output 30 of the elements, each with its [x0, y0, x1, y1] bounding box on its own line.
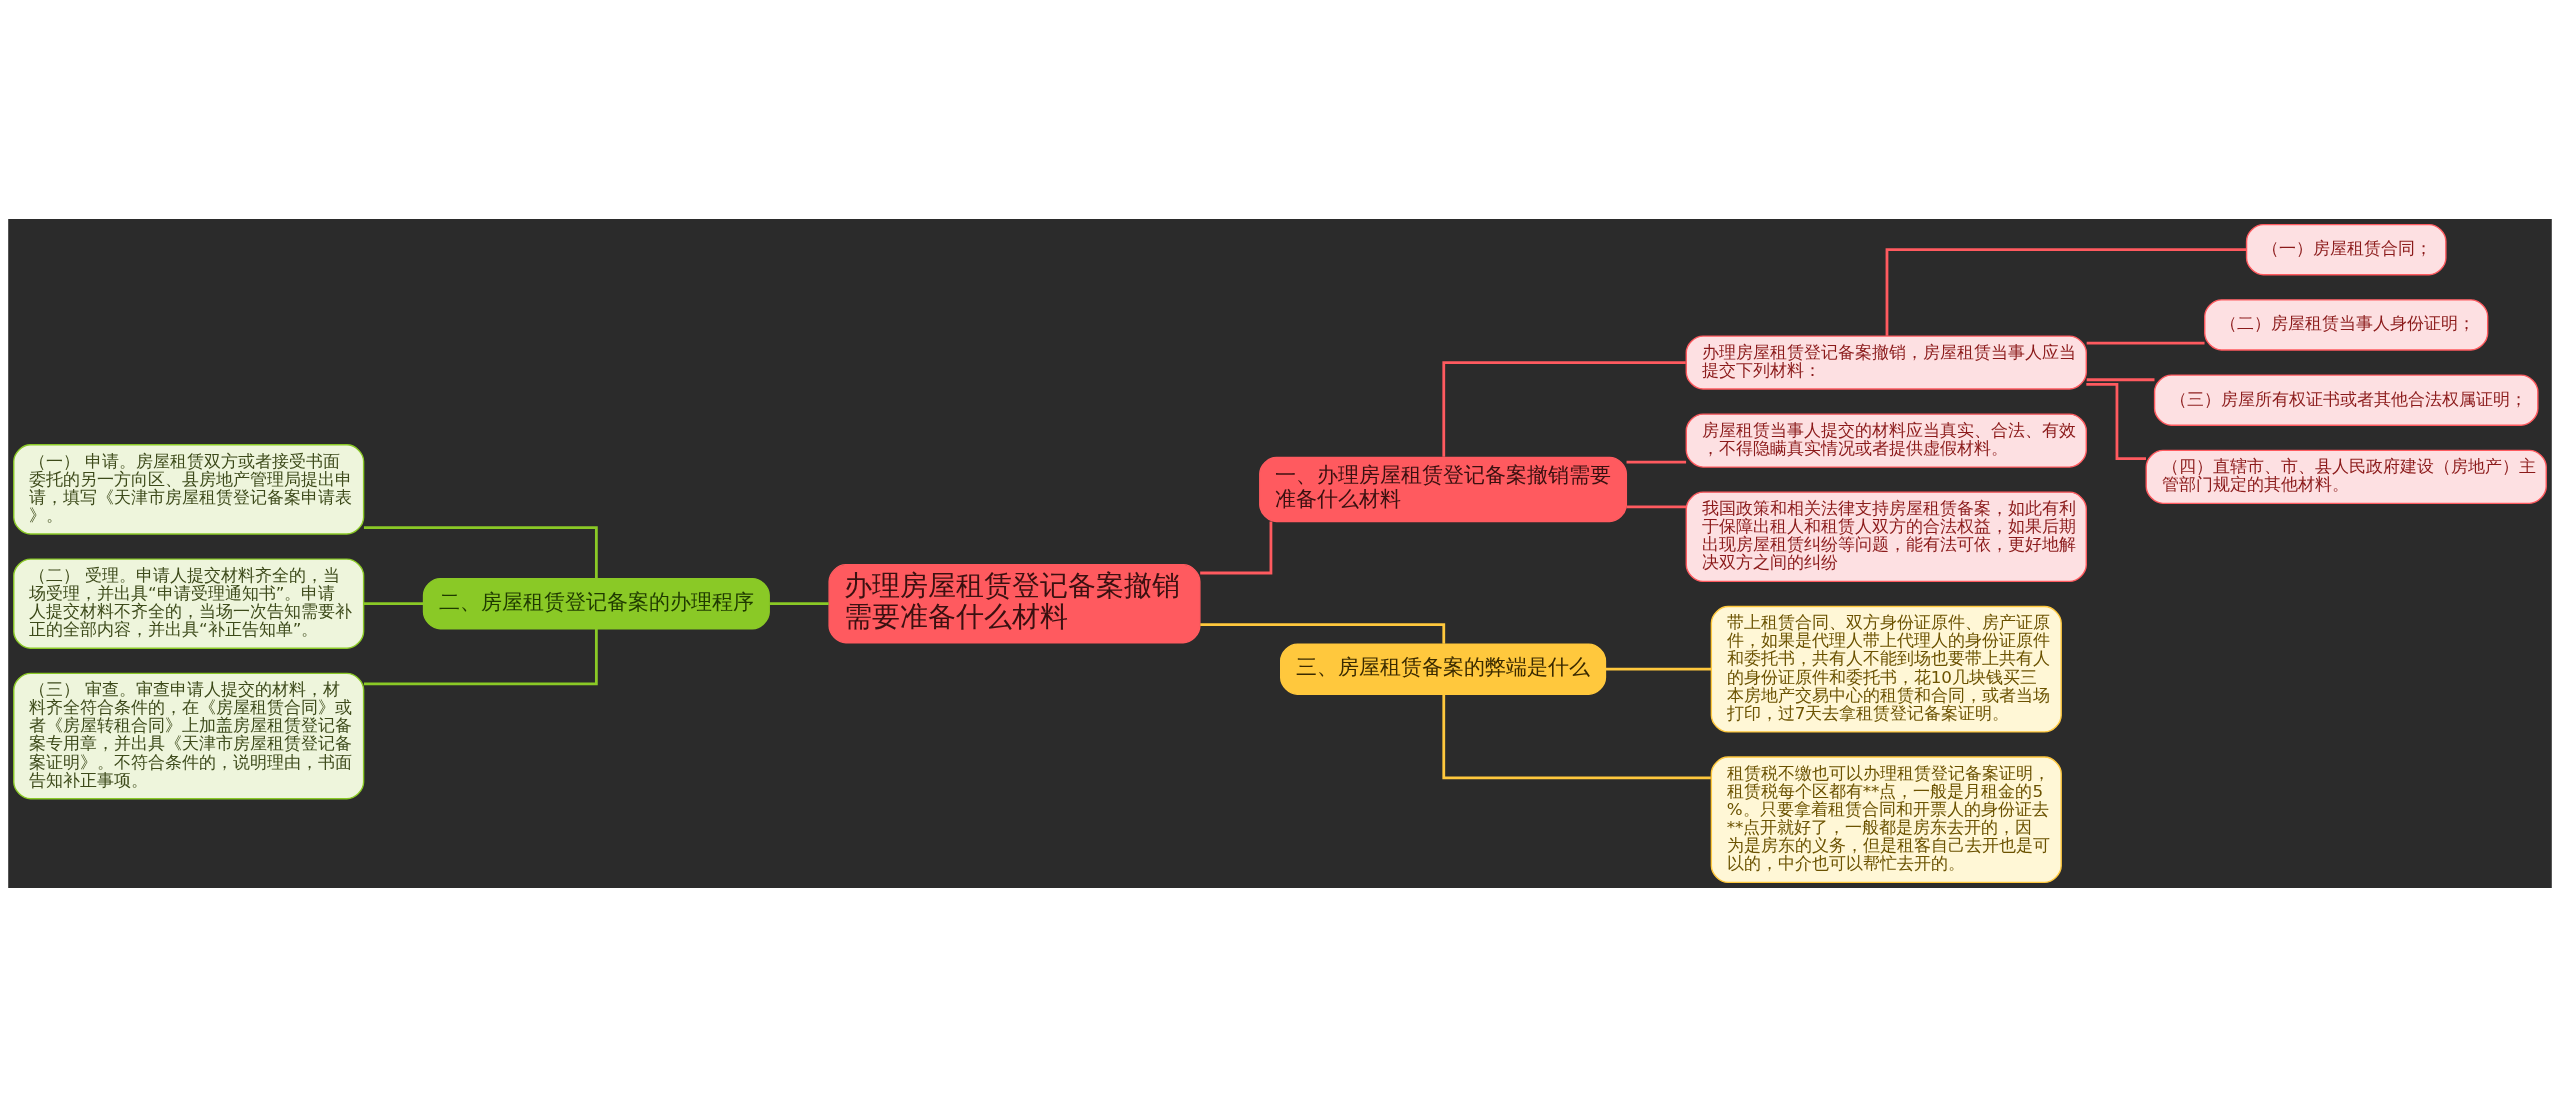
node-box: （二） 受理。申请人提交材料齐全的，当场受理，并出具“申请受理通知书”。申请人提交材料不齐全的，当场一次告知需要补正的全部内容，并出具“补正告知单”。	[13, 558, 365, 649]
node-box: （一）房屋租赁合同；	[2245, 223, 2447, 276]
connector	[2086, 378, 2155, 382]
connector	[1626, 460, 1687, 464]
connector	[769, 602, 829, 606]
node-box: 三、房屋租赁备案的弊端是什么	[1280, 643, 1607, 695]
node-box: 一、办理房屋租赁登记备案撤销需要准备什么材料	[1259, 456, 1628, 523]
connector	[1200, 521, 1273, 575]
connector	[1442, 694, 1711, 780]
connector	[1442, 361, 1686, 457]
connector	[1200, 623, 1446, 644]
node-box: 我国政策和相关法律支持房屋租赁备案，如此有利于保障出租人和租赁人双方的合法权益，如果后期出现房屋租赁纠纷等问题，能有法可依，更好地解决双方之间的纠纷	[1685, 491, 2087, 583]
node-box: （三） 审查。审查申请人提交的材料，材料齐全符合条件的，在《房屋租赁合同》或者《房屋转租合同》上加盖房屋租赁登记备案专用章，并出具《天津市房屋租赁登记备案证明》。不符合条件的，说明理由，书面告知补正事项。	[13, 672, 365, 800]
node-box: （四）直辖市、市、县人民政府建设（房地产）主管部门规定的其他材料。	[2145, 449, 2547, 505]
node-box: （二）房屋租赁当事人身份证明；	[2204, 299, 2489, 351]
connector	[363, 526, 598, 579]
node-box: 房屋租赁当事人提交的材料应当真实、合法、有效，不得隐瞒真实情况或者提供虚假材料。	[1685, 413, 2087, 468]
node-box: 二、房屋租赁登记备案的办理程序	[422, 577, 770, 630]
connector	[363, 629, 598, 686]
node-box: （一） 申请。房屋租赁双方或者接受书面委托的另一方向区、县房地产管理局提出申请，填写《天津市房屋租赁登记备案申请表》。	[13, 444, 365, 535]
node-box: 带上租赁合同、双方身份证原件、房产证原件，如果是代理人带上代理人的身份证原件和委托书，共有人不能到场也要带上共有人的身份证原件和委托书，花10几块钱买三本房地产交易中心的租赁和合同，或者当场打印，过7天去拿租赁登记备案证明。	[1710, 605, 2062, 733]
node-box: （三）房屋所有权证书或者其他合法权属证明；	[2153, 374, 2539, 426]
node-box: 办理房屋租赁登记备案撤销，房屋租赁当事人应当提交下列材料：	[1685, 335, 2087, 390]
node-box: 办理房屋租赁登记备案撤销需要准备什么材料	[828, 563, 1201, 644]
node-box: 租赁税不缴也可以办理租赁登记备案证明，租赁税每个区都有**点，一般是月租金的5%。只要拿着租赁合同和开票人的身份证去**点开就好了，一般都是房东去开的，因为是房东的义务，但是租客自己去开也是可以的，中介也可以帮忙去开的。	[1710, 756, 2062, 884]
connector	[363, 602, 424, 606]
connector	[2086, 341, 2205, 345]
connector	[1885, 248, 2246, 336]
connector	[1605, 667, 1712, 671]
connector	[1626, 505, 1687, 509]
